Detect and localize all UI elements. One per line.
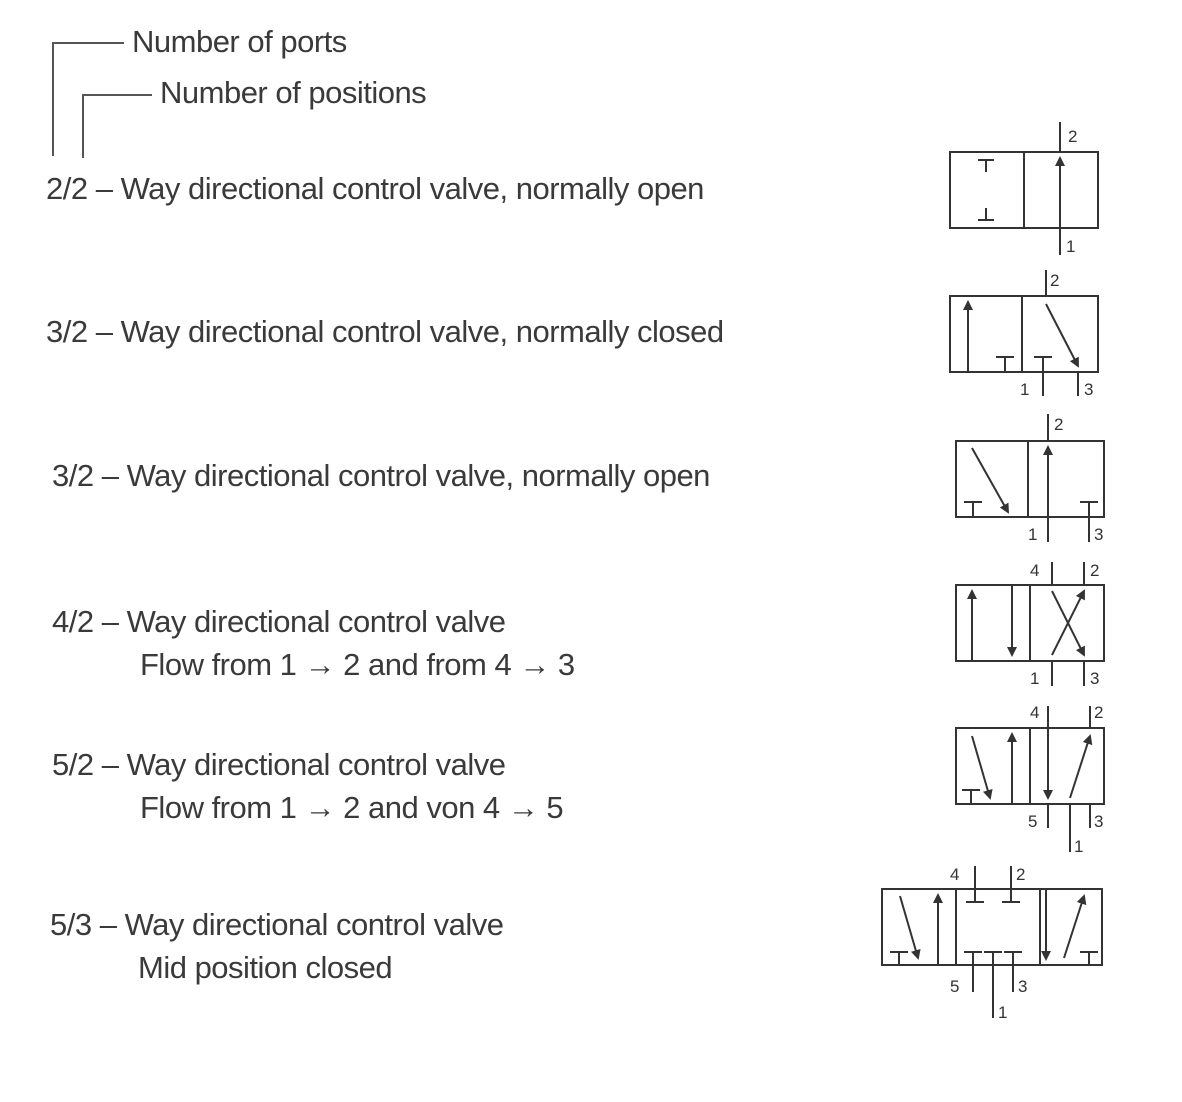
symbol-2-2-normally-open: 2 1	[949, 122, 1099, 256]
valve-title: Way directional control valve	[124, 907, 504, 942]
valve-title: Way directional control valve	[126, 747, 506, 782]
symbol-3-2-normally-closed: 2 1 3	[949, 270, 1099, 399]
port-label-4: 4	[950, 865, 959, 884]
valve-subtitle: Mid position closed	[138, 950, 393, 985]
symbol-3-2-normally-open: 2 1 3	[955, 414, 1105, 544]
positions-bracket	[82, 94, 152, 158]
port-label-3: 3	[1090, 669, 1099, 688]
legend-ports-label: Number of ports	[132, 24, 347, 59]
symbol-5-3: 4 2 5 3 1	[881, 865, 1103, 1022]
valve-title: Way directional control valve	[126, 604, 506, 639]
port-label-3: 3	[1084, 380, 1093, 399]
port-label-1: 1	[1030, 669, 1039, 688]
port-label-2: 2	[1050, 271, 1059, 290]
port-label-1: 1	[1066, 237, 1075, 256]
port-label-2: 2	[1068, 127, 1077, 146]
valve-title: Way directional control valve, normally …	[120, 171, 705, 206]
valve-row-3: 3/2 – Way directional control valve, nor…	[52, 458, 711, 493]
port-label-4: 4	[1030, 703, 1039, 722]
valve-code: 5/2	[52, 747, 94, 782]
valve-subtitle: Flow from 1 → 2 and von 4 → 5	[140, 790, 564, 825]
port-label-5: 5	[1028, 812, 1037, 831]
port-label-2: 2	[1016, 865, 1025, 884]
ports-bracket	[52, 42, 124, 156]
port-label-1: 1	[998, 1003, 1007, 1022]
port-label-3: 3	[1094, 812, 1103, 831]
valve-row-6: 5/3 – Way directional control valve Mid …	[50, 903, 504, 989]
port-label-3: 3	[1094, 525, 1103, 544]
port-label-5: 5	[950, 977, 959, 996]
valve-row-4: 4/2 – Way directional control valve Flow…	[52, 600, 575, 686]
valve-code: 2/2	[46, 171, 88, 206]
symbol-5-2: 4 2 5 3 1	[955, 703, 1105, 856]
symbol-4-2: 4 2 1 3	[955, 561, 1105, 688]
port-label-4: 4	[1030, 561, 1039, 580]
valve-title: Way directional control valve, normally …	[120, 314, 725, 349]
port-label-1: 1	[1074, 837, 1083, 856]
port-label-3: 3	[1018, 977, 1027, 996]
valve-title: Way directional control valve, normally …	[126, 458, 711, 493]
port-label-2: 2	[1090, 561, 1099, 580]
valve-code: 3/2	[52, 458, 94, 493]
port-label-2: 2	[1054, 415, 1063, 434]
valve-row-1: 2/2 – Way directional control valve, nor…	[46, 171, 705, 206]
port-label-2: 2	[1094, 703, 1103, 722]
valve-row-2: 3/2 – Way directional control valve, nor…	[46, 314, 725, 349]
valve-subtitle: Flow from 1 → 2 and from 4 → 3	[140, 647, 575, 682]
port-label-1: 1	[1020, 380, 1029, 399]
valve-code: 5/3	[50, 907, 92, 942]
valve-code: 3/2	[46, 314, 88, 349]
valve-code: 4/2	[52, 604, 94, 639]
legend-positions-label: Number of positions	[160, 75, 427, 110]
valve-row-5: 5/2 – Way directional control valve Flow…	[52, 743, 564, 829]
port-label-1: 1	[1028, 525, 1037, 544]
